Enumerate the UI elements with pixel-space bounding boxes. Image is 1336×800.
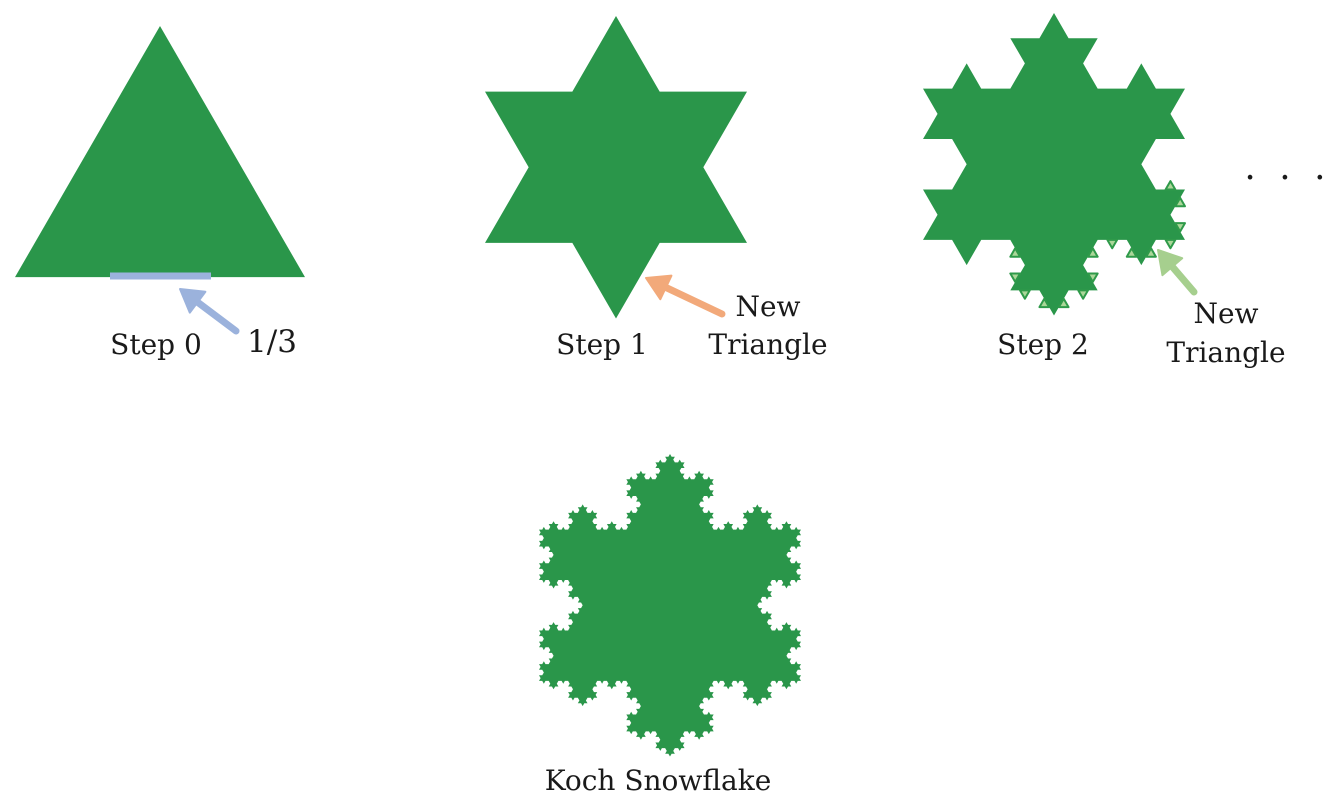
step-2-snowflake	[923, 13, 1185, 316]
step-0-panel: Step 0 1/3	[15, 26, 305, 361]
arrow-up-left-icon	[645, 274, 726, 318]
final-panel: Koch Snowflake	[539, 454, 801, 797]
arrow-head	[1157, 249, 1184, 277]
new-triangle	[1164, 238, 1177, 250]
arrow-shaft	[1168, 263, 1198, 296]
new-triangle	[1019, 289, 1031, 300]
step-2-new-triangles	[1009, 180, 1186, 309]
koch-snowflake	[539, 454, 801, 757]
step-2-new-label: New	[1193, 297, 1258, 330]
arrow-up-left-icon	[1157, 249, 1198, 296]
koch-snowflake-caption: Koch Snowflake	[545, 764, 772, 797]
new-triangle	[1009, 247, 1022, 258]
new-triangle	[1057, 297, 1070, 309]
step-2-panel: Step 2 New Triangle	[923, 13, 1286, 369]
new-triangle	[1174, 222, 1186, 233]
step-1-new-label: New	[735, 290, 800, 323]
new-triangle	[1164, 180, 1177, 191]
ellipsis: · · ·	[1244, 158, 1331, 199]
new-triangle	[1125, 247, 1138, 258]
new-triangle	[1174, 196, 1186, 208]
arrow-up-left-icon	[179, 288, 240, 335]
step-2-caption: Step 2	[997, 328, 1089, 361]
new-triangle	[1145, 247, 1157, 258]
step-1-triangle-label: Triangle	[708, 328, 827, 361]
step-1-star	[485, 16, 747, 319]
step-1-panel: Step 1 New Triangle	[485, 16, 828, 361]
step-1-caption: Step 1	[556, 328, 648, 361]
new-triangle	[1077, 289, 1089, 300]
one-third-label: 1/3	[247, 324, 297, 360]
arrow-head	[179, 288, 207, 314]
new-triangle	[1106, 238, 1119, 250]
step-0-triangle	[15, 26, 305, 278]
new-triangle	[1086, 272, 1099, 283]
step-2-triangle-label: Triangle	[1166, 336, 1285, 369]
step-0-caption: Step 0	[110, 328, 202, 361]
new-triangle	[1009, 272, 1022, 283]
arrow-shaft	[662, 283, 726, 318]
new-triangle	[1086, 247, 1099, 258]
arrow-shaft	[194, 298, 240, 335]
new-triangle	[1038, 297, 1051, 309]
arrow-head	[645, 274, 673, 301]
